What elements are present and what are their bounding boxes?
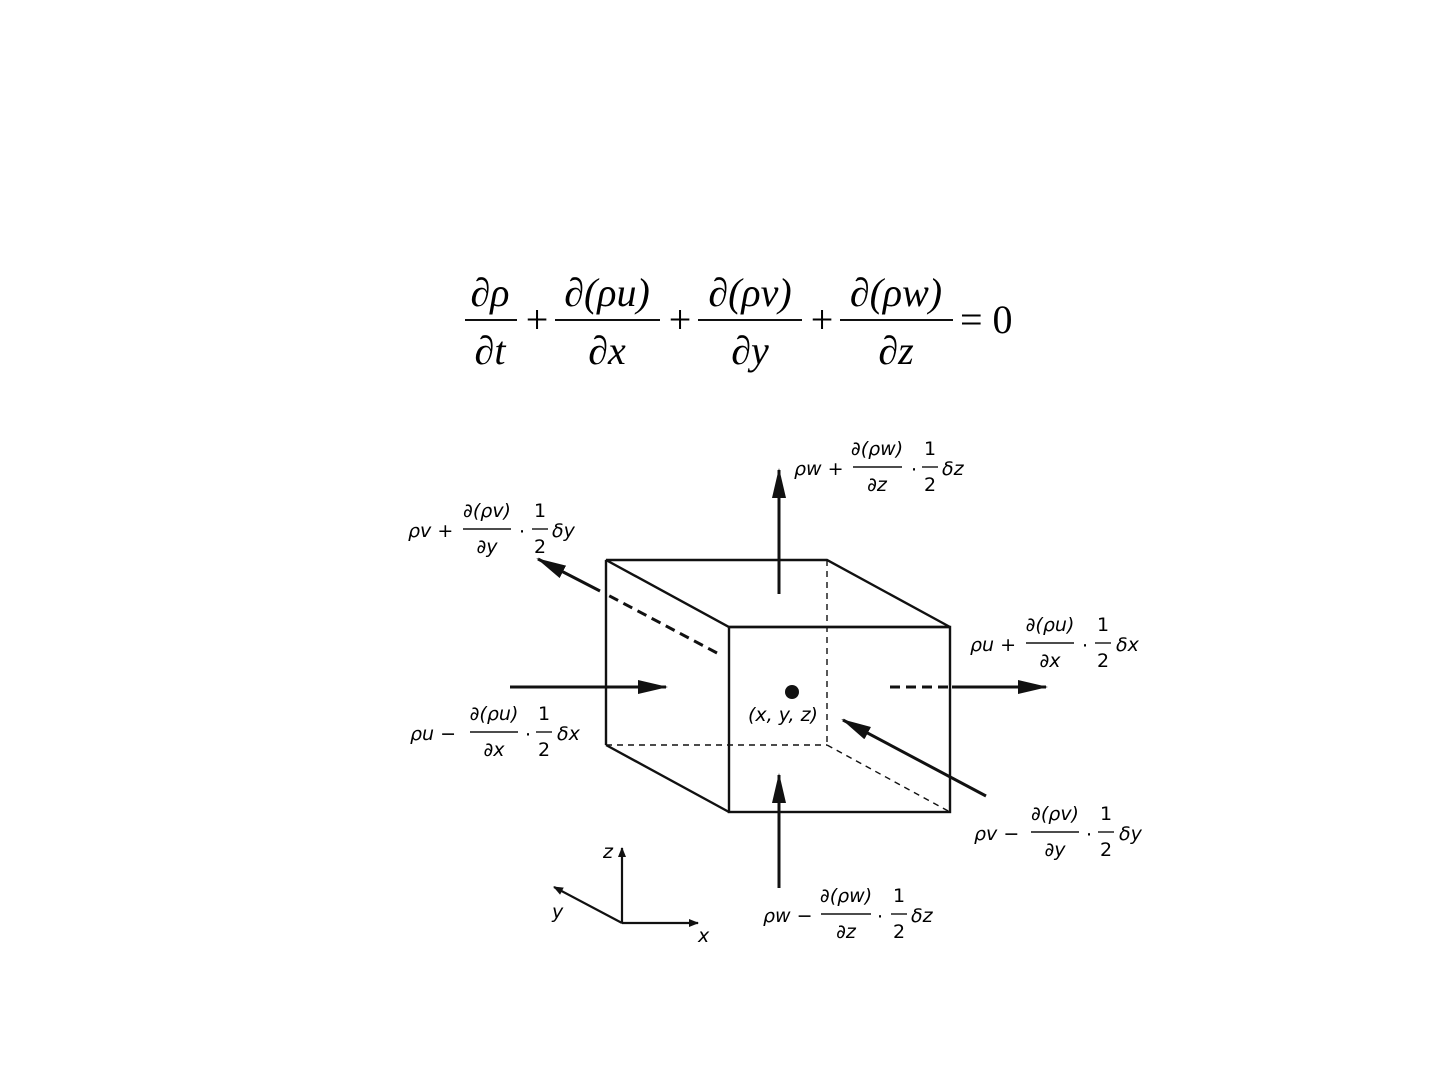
z-axis-label: z xyxy=(602,841,614,863)
term2-denominator: ∂x xyxy=(588,328,626,373)
flux-denominator: ∂z xyxy=(836,921,857,943)
term4-denominator: ∂z xyxy=(878,328,914,373)
half-numerator: 1 xyxy=(924,438,936,460)
dot-operator: · xyxy=(877,906,883,928)
half-denominator: 2 xyxy=(893,921,905,943)
arrow-front-in xyxy=(843,720,986,796)
dot-operator: · xyxy=(525,724,531,746)
flux-denominator: ∂y xyxy=(476,536,498,558)
flux-lead: ρu − xyxy=(410,723,456,745)
dot-operator: · xyxy=(1086,824,1092,846)
y-axis xyxy=(554,887,622,923)
center-point xyxy=(785,685,799,699)
flux-delta: δz xyxy=(911,905,934,927)
flux-label-right-x: ρu + ∂(ρu) ∂x · 1 2 δx xyxy=(970,614,1140,672)
arrow-back-dashed xyxy=(604,593,717,653)
y-axis-label: y xyxy=(551,901,564,923)
term1-denominator: ∂t xyxy=(475,328,507,373)
flux-denominator: ∂x xyxy=(1039,650,1061,672)
flux-delta: δy xyxy=(1119,823,1143,845)
dot-operator: · xyxy=(519,521,525,543)
arrow-back-out xyxy=(538,559,600,591)
term4-numerator: ∂(ρw) xyxy=(850,270,942,315)
hidden-edge xyxy=(827,745,950,812)
dot-operator: · xyxy=(911,459,917,481)
half-denominator: 2 xyxy=(1097,650,1109,672)
flux-numerator: ∂(ρv) xyxy=(463,500,511,522)
term3-denominator: ∂y xyxy=(731,328,769,373)
half-denominator: 2 xyxy=(924,474,936,496)
flux-delta: δx xyxy=(1116,634,1140,656)
half-numerator: 1 xyxy=(538,703,550,725)
flux-lead: ρw + xyxy=(794,458,844,480)
half-numerator: 1 xyxy=(1097,614,1109,636)
half-denominator: 2 xyxy=(538,739,550,761)
flux-denominator: ∂y xyxy=(1044,839,1066,861)
flux-numerator: ∂(ρw) xyxy=(820,885,872,907)
flux-label-back-y: ρv + ∂(ρv) ∂y · 1 2 δy xyxy=(408,500,576,558)
plus-sign: + xyxy=(526,297,549,342)
plus-sign: + xyxy=(811,297,834,342)
flux-lead: ρv − xyxy=(974,823,1019,845)
flux-label-left-x: ρu − ∂(ρu) ∂x · 1 2 δx xyxy=(410,703,581,761)
flux-numerator: ∂(ρv) xyxy=(1031,803,1079,825)
dot-operator: · xyxy=(1082,635,1088,657)
coordinate-axes xyxy=(554,848,698,923)
flux-delta: δy xyxy=(552,520,576,542)
continuity-equation: ∂ρ ∂t + ∂(ρu) ∂x + ∂(ρv) ∂y + ∂(ρw) ∂z =… xyxy=(465,270,1013,373)
half-denominator: 2 xyxy=(534,536,546,558)
flux-label-front-y: ρv − ∂(ρv) ∂y · 1 2 δy xyxy=(974,803,1143,861)
flux-denominator: ∂z xyxy=(867,474,888,496)
half-numerator: 1 xyxy=(534,500,546,522)
half-numerator: 1 xyxy=(893,885,905,907)
flux-arrows xyxy=(510,470,1046,888)
term1-numerator: ∂ρ xyxy=(471,270,510,315)
flux-delta: δx xyxy=(557,723,581,745)
flux-lead: ρv + xyxy=(408,520,453,542)
term2-numerator: ∂(ρu) xyxy=(564,270,650,315)
flux-delta: δz xyxy=(942,458,965,480)
half-denominator: 2 xyxy=(1100,839,1112,861)
flux-denominator: ∂x xyxy=(483,739,505,761)
term3-numerator: ∂(ρv) xyxy=(708,270,791,315)
left-bottom-edge xyxy=(606,745,729,812)
flux-numerator: ∂(ρu) xyxy=(470,703,519,725)
equals-zero: = 0 xyxy=(960,297,1013,342)
flux-lead: ρw − xyxy=(763,905,813,927)
flux-label-bottom: ρw − ∂(ρw) ∂z · 1 2 δz xyxy=(763,885,934,943)
center-point-label: (x, y, z) xyxy=(748,704,818,726)
flux-numerator: ∂(ρu) xyxy=(1026,614,1075,636)
half-numerator: 1 xyxy=(1100,803,1112,825)
x-axis-label: x xyxy=(697,925,710,947)
flux-label-top: ρw + ∂(ρw) ∂z · 1 2 δz xyxy=(794,438,965,496)
plus-sign: + xyxy=(669,297,692,342)
flux-lead: ρu + xyxy=(970,634,1016,656)
flux-numerator: ∂(ρw) xyxy=(851,438,903,460)
